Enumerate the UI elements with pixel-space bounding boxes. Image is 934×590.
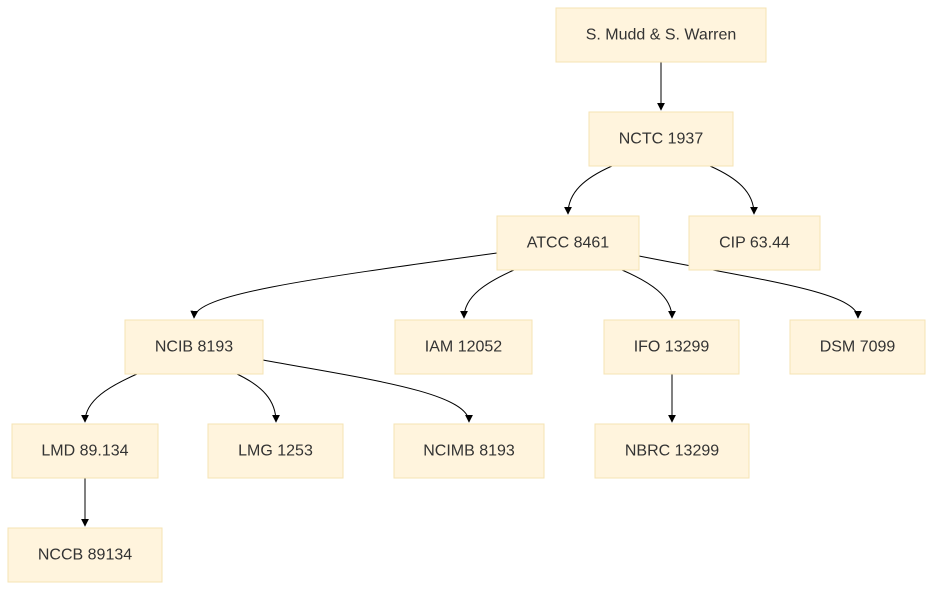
node-box-nctc — [588, 111, 734, 167]
node-label-ifo: IFO 13299 — [634, 339, 710, 356]
edge-atcc-to-dsm — [638, 255, 862, 319]
node-box-mudd — [555, 7, 767, 63]
node-label-mudd: S. Mudd & S. Warren — [586, 27, 737, 44]
edge-atcc-to-ncib — [190, 252, 498, 319]
node-nccb: NCCB 89134 — [7, 527, 163, 583]
edge-ncib-to-lmg — [236, 373, 280, 423]
edge-nctc-to-cip — [709, 165, 758, 215]
edge-ncib-to-lmd — [81, 373, 138, 423]
edges-layer — [81, 62, 862, 527]
node-label-nctc: NCTC 1937 — [619, 131, 704, 148]
node-box-nbrc — [594, 423, 750, 479]
node-box-cip — [688, 215, 821, 271]
node-lmd: LMD 89.134 — [11, 423, 159, 479]
node-label-atcc: ATCC 8461 — [527, 235, 610, 252]
node-nctc: NCTC 1937 — [588, 111, 734, 167]
node-label-nccb: NCCB 89134 — [38, 547, 132, 564]
node-mudd: S. Mudd & S. Warren — [555, 7, 767, 63]
node-box-ifo — [603, 319, 740, 375]
edge-ncib-to-ncimb — [262, 359, 473, 423]
node-label-nbrc: NBRC 13299 — [625, 443, 719, 460]
node-box-dsm — [789, 319, 926, 375]
edge-nctc-to-atcc — [564, 165, 613, 215]
node-label-lmg: LMG 1253 — [238, 443, 313, 460]
node-box-atcc — [496, 215, 640, 271]
node-label-iam: IAM 12052 — [425, 339, 502, 356]
node-box-ncib — [124, 319, 264, 375]
node-cip: CIP 63.44 — [688, 215, 821, 271]
node-ifo: IFO 13299 — [603, 319, 740, 375]
node-box-lmd — [11, 423, 159, 479]
edge-atcc-to-ifo — [621, 269, 676, 319]
node-box-nccb — [7, 527, 163, 583]
node-ncib: NCIB 8193 — [124, 319, 264, 375]
node-label-ncib: NCIB 8193 — [155, 339, 233, 356]
node-ncimb: NCIMB 8193 — [393, 423, 545, 479]
node-box-iam — [394, 319, 533, 375]
node-box-ncimb — [393, 423, 545, 479]
node-lmg: LMG 1253 — [207, 423, 344, 479]
node-label-dsm: DSM 7099 — [820, 339, 896, 356]
node-label-ncimb: NCIMB 8193 — [423, 443, 515, 460]
node-iam: IAM 12052 — [394, 319, 533, 375]
node-box-lmg — [207, 423, 344, 479]
node-label-lmd: LMD 89.134 — [41, 443, 128, 460]
node-dsm: DSM 7099 — [789, 319, 926, 375]
node-atcc: ATCC 8461 — [496, 215, 640, 271]
edge-atcc-to-iam — [460, 269, 515, 319]
node-label-cip: CIP 63.44 — [719, 235, 790, 252]
node-nbrc: NBRC 13299 — [594, 423, 750, 479]
